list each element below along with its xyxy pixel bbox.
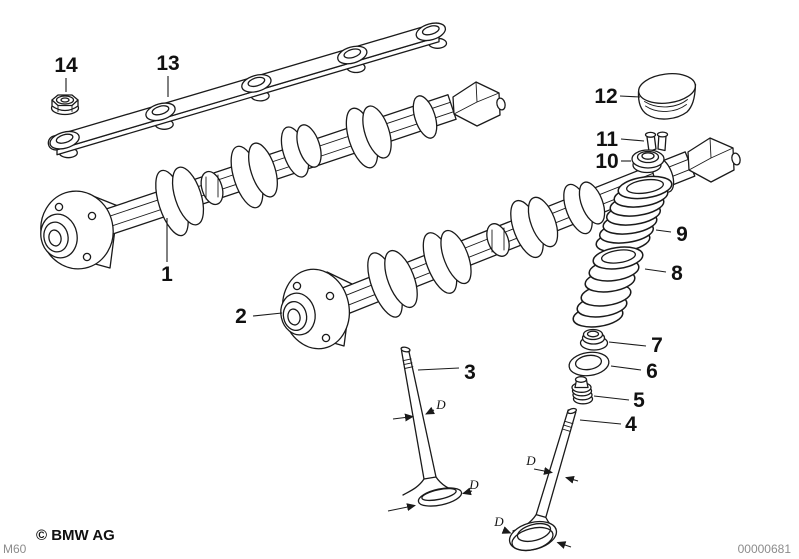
callout-1-label: 1: [161, 263, 173, 286]
callout-9-leader: [655, 229, 672, 233]
dim-label-head-4: D: [493, 514, 504, 529]
callouts: 14 13 1 2 3 4 5 6 7 8 9 10 11 12: [54, 52, 688, 436]
callout-4-label: 4: [625, 413, 637, 436]
footer: © BMW AG M60 00000681: [3, 527, 791, 556]
callout-2-leader: [252, 312, 283, 317]
callout-5-leader: [593, 395, 630, 401]
part-13-rail: [47, 22, 448, 159]
callout-2-label: 2: [235, 305, 247, 328]
model-code: M60: [3, 542, 27, 556]
cam-lobes-1: [155, 95, 438, 237]
copyright-text: © BMW AG: [36, 527, 115, 544]
callout-6-leader: [610, 365, 642, 371]
part-3-valve: [400, 346, 463, 507]
part-11-keepers: [644, 131, 669, 153]
callout-5-label: 5: [633, 389, 645, 412]
callout-9-label: 9: [676, 223, 688, 246]
rail-bosses: [49, 22, 447, 150]
callout-7-label: 7: [651, 334, 663, 357]
valve-4-dimensions: D D: [493, 453, 579, 549]
cam-lobes-2: [367, 157, 675, 318]
part-7-seal: [579, 328, 609, 351]
part-9-spring: [595, 175, 673, 253]
part-5-bush: [571, 376, 594, 405]
dim-label-head-3: D: [468, 477, 479, 492]
part-12-tappet: [637, 73, 697, 120]
callout-8-label: 8: [671, 262, 683, 285]
valve-3-dimensions: D D: [387, 397, 479, 512]
part-1-camshaft: [40, 81, 506, 270]
callout-11-label: 11: [596, 128, 619, 151]
callout-3-label: 3: [464, 361, 476, 384]
callout-14-label: 14: [54, 54, 78, 77]
part-2-camshaft: [280, 137, 741, 350]
callout-6-label: 6: [646, 360, 658, 383]
callout-12-leader: [619, 95, 641, 98]
callout-3-leader: [417, 367, 460, 371]
part-10-retainer: [631, 149, 665, 174]
callout-8-leader: [644, 268, 667, 273]
callout-4-leader: [579, 419, 622, 425]
part-6-washer: [568, 351, 610, 377]
callout-12-label: 12: [594, 85, 617, 108]
drawing-number: 00000681: [738, 542, 792, 556]
dim-label-stem-3: D: [435, 397, 446, 412]
part-14-nut: [50, 94, 80, 116]
callout-7-leader: [608, 341, 647, 347]
callout-10-label: 10: [595, 150, 618, 173]
callout-13-label: 13: [156, 52, 179, 75]
dim-label-stem-4: D: [525, 453, 536, 468]
callout-11-leader: [620, 138, 645, 142]
part-4-valve: [508, 407, 578, 552]
part-8-spring: [572, 246, 644, 328]
